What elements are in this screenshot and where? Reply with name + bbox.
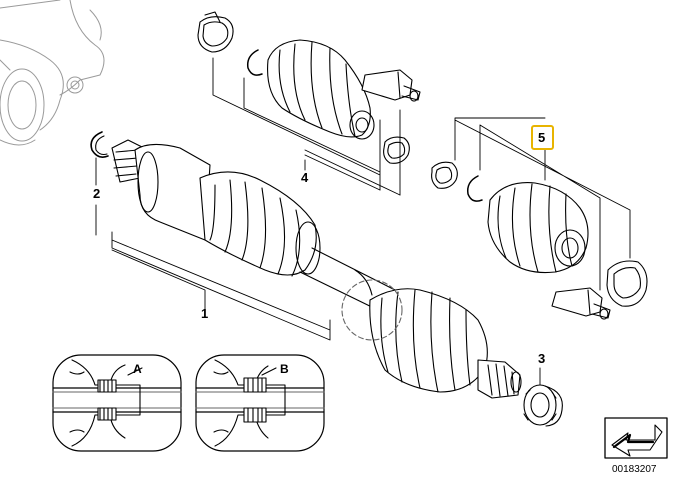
callout-4: 4 <box>301 170 309 185</box>
callout-1: 1 <box>201 306 209 321</box>
inset-a-label: A <box>133 362 142 376</box>
inset-a-drawing <box>52 354 182 452</box>
reference-number: 00183207 <box>612 464 657 475</box>
boot-kit-4 <box>197 11 421 164</box>
transmission-housing <box>0 0 105 146</box>
inset-b-drawing <box>195 354 325 452</box>
inset-b-label: B <box>280 362 289 376</box>
drive-shaft-1 <box>111 139 522 399</box>
collar-nut-3 <box>523 384 563 427</box>
leader-lines <box>95 57 631 386</box>
callout-3: 3 <box>538 351 546 366</box>
callout-5: 5 <box>538 130 546 145</box>
detail-circle <box>341 279 403 341</box>
callout-2: 2 <box>93 186 101 201</box>
circlip-2 <box>90 131 109 158</box>
direction-arrow-icon <box>604 417 668 459</box>
boot-kit-5 <box>431 161 648 320</box>
highlight-box <box>531 125 554 150</box>
